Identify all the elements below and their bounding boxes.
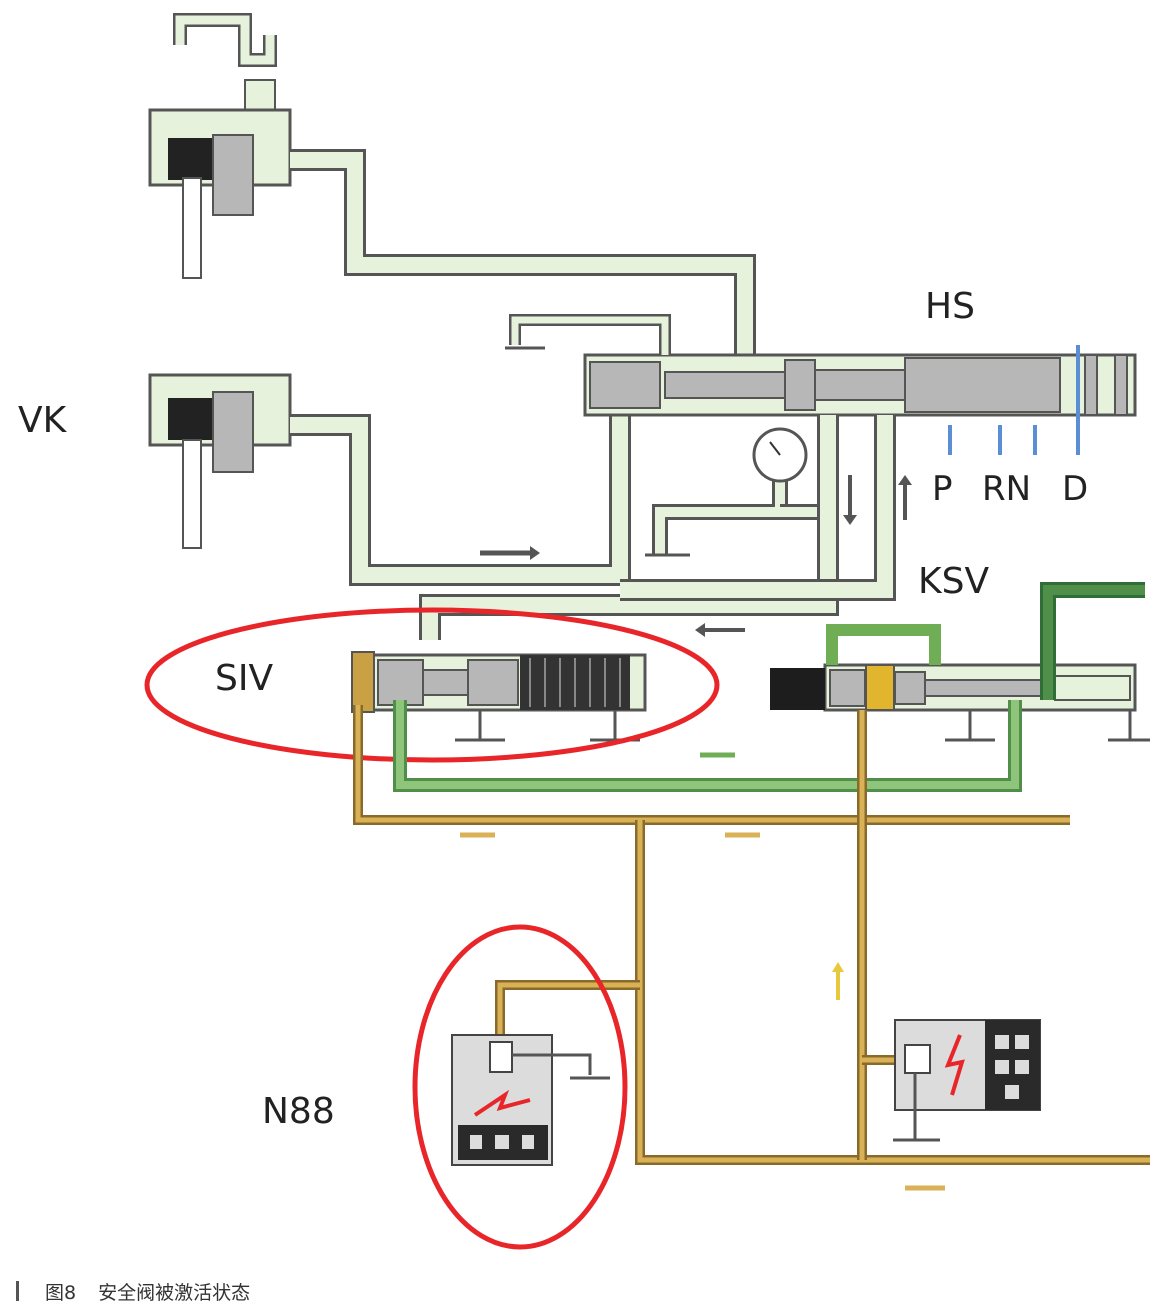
label-siv: SIV: [215, 658, 273, 699]
pilot-pressure-lines: [353, 705, 1150, 1191]
top-actuator: [148, 13, 292, 279]
vk-actuator: [148, 373, 292, 549]
label-vk: VK: [18, 400, 68, 441]
label-position-p: P: [932, 469, 953, 509]
label-position-rn: RN: [982, 469, 1031, 509]
hs-valve: [505, 314, 1137, 417]
n88-solenoid: [451, 1034, 610, 1166]
label-n88: N88: [262, 1091, 335, 1132]
label-ksv: KSV: [918, 561, 989, 602]
label-hs: HS: [925, 286, 975, 327]
label-position-d: D: [1062, 469, 1088, 509]
n88-highlight-ring: [412, 924, 628, 1250]
caption-bar: [16, 1281, 19, 1301]
figure-number: 图8: [45, 1281, 77, 1304]
right-solenoid: [893, 1019, 1041, 1142]
pressure-gauge-branch: [645, 427, 825, 557]
caption-text: 安全阀被激活状态: [98, 1281, 251, 1304]
position-markers: [948, 345, 1080, 455]
siv-highlight-ring: [144, 607, 720, 763]
figure-caption: 图8 安全阀被激活状态: [16, 1276, 250, 1306]
ksv-valve: [770, 582, 1150, 742]
